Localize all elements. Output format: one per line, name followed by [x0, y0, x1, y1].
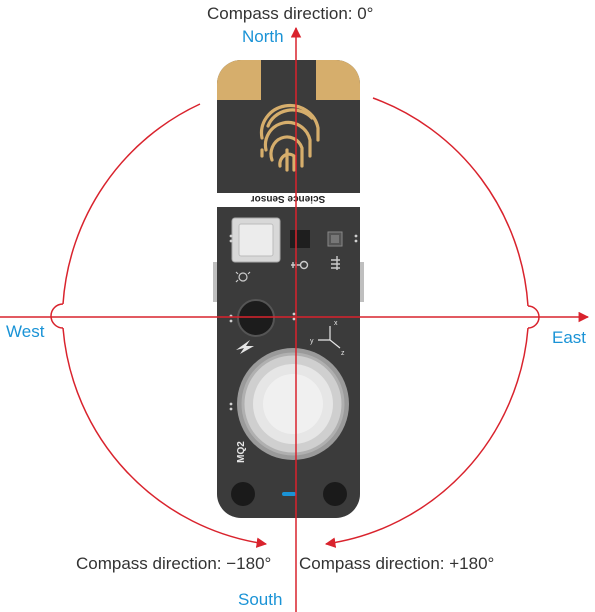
- sound-sensor: [237, 299, 275, 337]
- sensor-board: Science Sensor MQ2 x y z: [213, 60, 364, 518]
- arc-bottom-left: [62, 327, 268, 548]
- gold-pad-right: [316, 60, 360, 100]
- fingerprint-icon: [259, 103, 320, 172]
- south-label: South: [238, 590, 283, 609]
- pin-dots: [229, 234, 358, 411]
- west-label: West: [6, 322, 45, 341]
- north-label: North: [242, 27, 284, 46]
- mount-hole-left: [231, 482, 255, 506]
- board-name-text: Science Sensor: [251, 193, 326, 204]
- compass-circle: [50, 97, 540, 548]
- arc-top-left: [62, 103, 201, 305]
- east-label: East: [552, 328, 587, 347]
- gas-sensor: [237, 348, 349, 460]
- status-led: [282, 492, 296, 496]
- axis-label-x: x: [334, 320, 338, 327]
- hook-west: [50, 303, 64, 329]
- mount-hole-right: [323, 482, 347, 506]
- gold-pad-left: [217, 60, 261, 100]
- arc-top-right: [372, 97, 529, 307]
- light-icon: [235, 271, 251, 283]
- side-tab-left: [213, 262, 219, 302]
- gas-sensor-label: MQ2: [236, 441, 247, 463]
- side-tab-right: [358, 262, 364, 302]
- flame-icon: [236, 340, 254, 354]
- axis-label-z: z: [341, 350, 345, 357]
- pressure-icon: [331, 256, 340, 270]
- arc-bottom-right: [324, 327, 529, 548]
- bottom-right-direction-label: Compass direction: +180°: [299, 554, 495, 573]
- bottom-left-direction-label: Compass direction: −180°: [76, 554, 272, 573]
- top-direction-label: Compass direction: 0°: [207, 4, 374, 23]
- temperature-chip: [290, 230, 310, 248]
- axis-glyph: [318, 326, 341, 349]
- axis-label-y: y: [310, 338, 314, 345]
- board-name-strip: [217, 193, 360, 207]
